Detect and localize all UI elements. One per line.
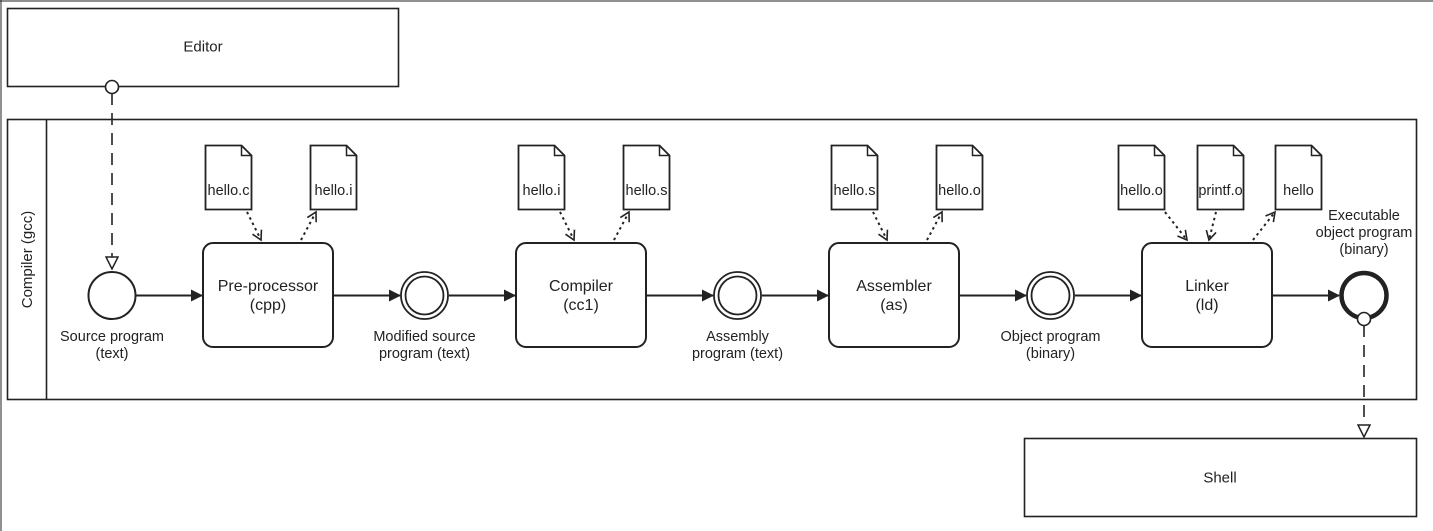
- file-ld-out: hello: [1252, 144, 1323, 241]
- object-event-label-line2: (binary): [1026, 346, 1075, 362]
- intermediate-event-assembly: Assembly program (text): [692, 271, 783, 362]
- assembly-event-label-line2: program (text): [692, 346, 783, 362]
- start-event-label-line2: (text): [95, 346, 128, 362]
- start-event: Source program (text): [60, 271, 164, 362]
- object-event-label-line1: Object program: [1001, 329, 1101, 345]
- compiler-pool-label: Compiler (gcc): [19, 211, 36, 309]
- linker-label-line2: (ld): [1195, 297, 1218, 314]
- end-event-label-line3: (binary): [1339, 242, 1388, 258]
- task-assembler: Assembler (as): [828, 242, 960, 348]
- compiler-label-line2: (cc1): [563, 297, 599, 314]
- file-cc1-in: hello.i: [517, 144, 576, 242]
- file-cc1-in-label: hello.i: [523, 183, 561, 199]
- editor-label: Editor: [183, 39, 222, 56]
- file-as-in-label: hello.s: [834, 183, 876, 199]
- assembler-label-line1: Assembler: [856, 278, 932, 295]
- compiler-label-line1: Compiler: [549, 278, 614, 295]
- start-event-label-line1: Source program: [60, 329, 164, 345]
- preprocessor-label-line2: (cpp): [250, 297, 286, 314]
- file-pre-in: hello.c: [204, 144, 263, 242]
- task-compiler: Compiler (cc1): [515, 242, 647, 348]
- file-cc1-out: hello.s: [613, 144, 671, 241]
- file-ld-in2-label: printf.o: [1198, 183, 1242, 199]
- end-event-label-line2: object program: [1316, 225, 1413, 241]
- editor-pool: Editor: [6, 7, 400, 88]
- preprocessor-label-line1: Pre-processor: [218, 278, 319, 295]
- task-preprocessor: Pre-processor (cpp): [202, 242, 334, 348]
- file-cc1-out-label: hello.s: [626, 183, 668, 199]
- linker-label-line1: Linker: [1185, 278, 1229, 295]
- intermediate-event-object: Object program (binary): [1001, 271, 1101, 362]
- end-event: Executable object program (binary): [1316, 208, 1413, 327]
- assembly-event-label-line1: Assembly: [706, 329, 770, 345]
- intermediate-event-modified: Modified source program (text): [373, 271, 476, 362]
- file-ld-in2: printf.o: [1196, 144, 1245, 242]
- file-as-out: hello.o: [926, 144, 984, 241]
- file-ld-out-label: hello: [1283, 183, 1314, 199]
- end-event-label-line1: Executable: [1328, 208, 1400, 224]
- modified-event-label-line2: program (text): [379, 346, 470, 362]
- shell-label: Shell: [1203, 470, 1236, 487]
- task-linker: Linker (ld): [1141, 242, 1273, 348]
- file-as-out-label: hello.o: [938, 183, 981, 199]
- message-flow-editor-to-source: [104, 79, 120, 269]
- file-pre-in-label: hello.c: [208, 183, 250, 199]
- file-as-in: hello.s: [830, 144, 889, 242]
- file-ld-in1: hello.o: [1117, 144, 1189, 242]
- modified-event-label-line1: Modified source: [373, 329, 475, 345]
- assembler-label-line2: (as): [880, 297, 908, 314]
- file-ld-in1-label: hello.o: [1120, 183, 1163, 199]
- shell-pool: Shell: [1023, 437, 1418, 518]
- file-pre-out: hello.i: [300, 144, 358, 241]
- file-pre-out-label: hello.i: [315, 183, 353, 199]
